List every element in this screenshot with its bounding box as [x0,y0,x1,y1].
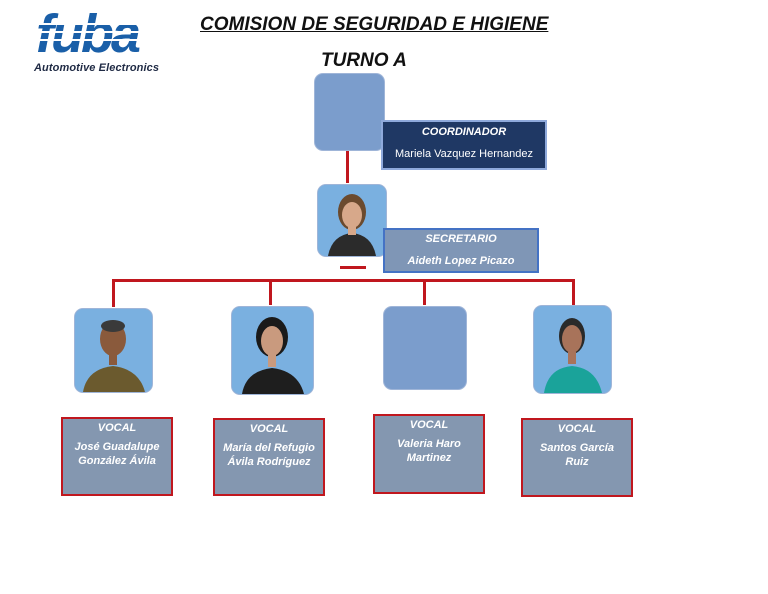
vocal-3-photo-placeholder [384,307,466,389]
vocal-3-name: Valeria Haro Martinez [397,438,461,464]
coordinator-photo-placeholder [315,74,384,150]
connector-coord-sec [346,149,349,183]
vocal-1-photo [75,309,152,392]
vocal-3-card: VOCAL Valeria Haro Martinez [373,414,485,494]
secretary-photo [318,185,386,256]
coordinator-role: COORDINADOR [421,126,507,138]
coordinator-name: Mariela Vazquez Hernandez [395,148,533,160]
fuba-logo: fuba [34,4,174,64]
vocal-1-role: VOCAL [97,422,137,434]
vocal-4-role: VOCAL [557,423,597,435]
secretary-role: SECRETARIO [425,233,497,245]
page-title: COMISION DE SEGURIDAD E HIGIENE [200,14,549,35]
logo-wordmark: fuba [36,6,140,58]
vocal-1-name: José Guadalupe González Ávila [74,441,160,467]
page-subtitle: TURNO A [321,50,407,71]
connector-vocal-2 [269,279,272,305]
secretary-name: Aideth Lopez Picazo [407,255,515,267]
vocal-3-role: VOCAL [409,419,449,431]
secretary-card: SECRETARIO Aideth Lopez Picazo [383,228,539,273]
vocal-2-name: María del Refugio Ávila Rodríguez [223,442,315,468]
vocal-1-card: VOCAL José Guadalupe González Ávila [61,417,173,496]
vocal-2-card: VOCAL María del Refugio Ávila Rodríguez [213,418,325,496]
vocal-4-name: Santos García Ruiz [540,442,614,468]
connector-vocal-4 [572,279,575,305]
vocal-2-photo [232,307,313,394]
connector-vocal-3 [423,279,426,305]
logo-tagline: Automotive Electronics [34,62,160,74]
connector-horizontal [112,279,575,282]
connector-sec-dash [340,266,366,269]
coordinator-card: COORDINADOR Mariela Vazquez Hernandez [381,120,547,170]
vocal-4-photo [534,306,611,393]
vocal-2-role: VOCAL [249,423,289,435]
vocal-4-card: VOCAL Santos García Ruiz [521,418,633,497]
connector-vocal-1 [112,279,115,307]
